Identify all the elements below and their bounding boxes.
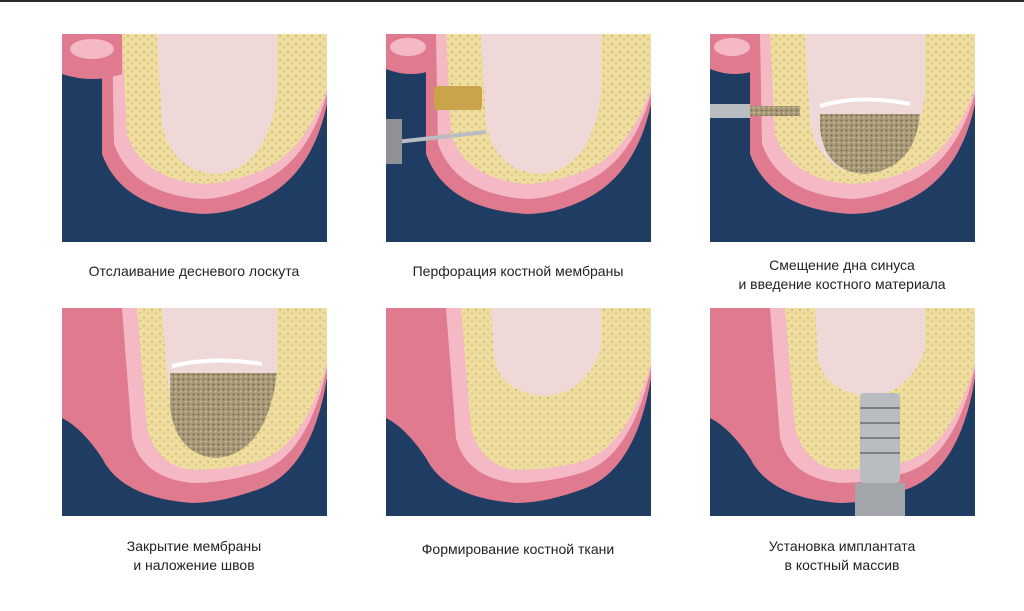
step-3-caption: Смещение дна синуса и введение костного … <box>692 256 992 294</box>
step-1-caption: Отслаивание десневого лоскута <box>44 262 344 281</box>
step-5-caption: Формирование костной ткани <box>368 540 668 559</box>
step-2-caption-line-1: Перфорация костной мембраны <box>412 263 624 279</box>
step-1-caption-line-1: Отслаивание десневого лоскута <box>88 263 300 279</box>
step-3-caption-line-2: и введение костного материала <box>738 276 946 292</box>
step-6-caption: Установка имплантата в костный массив <box>692 537 992 575</box>
step-2-caption: Перфорация костной мембраны <box>368 262 668 281</box>
top-border-line <box>0 0 1024 2</box>
step-2-illustration <box>386 34 651 242</box>
step-3-caption-line-1: Смещение дна синуса <box>769 257 915 273</box>
step-6-caption-line-1: Установка имплантата <box>768 538 916 554</box>
step-6-illustration <box>710 308 975 516</box>
step-6-caption-line-2: в костный массив <box>784 557 900 573</box>
step-4-caption: Закрытие мембраны и наложение швов <box>44 537 344 575</box>
step-3-illustration <box>710 34 975 242</box>
step-4-caption-line-1: Закрытие мембраны <box>126 538 262 554</box>
step-1-illustration <box>62 34 327 242</box>
step-4-illustration <box>62 308 327 516</box>
step-4-caption-line-2: и наложение швов <box>133 557 255 573</box>
step-5-caption-line-1: Формирование костной ткани <box>421 541 615 557</box>
step-5-illustration <box>386 308 651 516</box>
